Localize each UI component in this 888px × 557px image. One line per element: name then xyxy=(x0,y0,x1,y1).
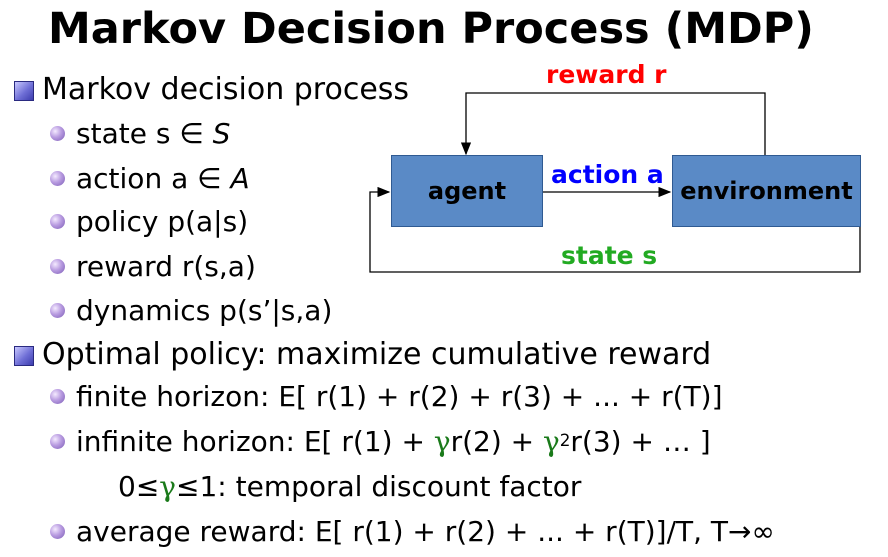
item-text: state s ∈ xyxy=(76,117,213,150)
list-item-average-reward: average reward: E[ r(1) + r(2) + ... + r… xyxy=(76,515,775,548)
list-item-reward: reward r(s,a) xyxy=(76,250,256,283)
agent-box: agent xyxy=(391,155,543,227)
formula-part: infinite horizon: E[ r(1) + xyxy=(76,425,434,458)
page-title: Markov Decision Process (MDP) xyxy=(48,4,814,54)
round-bullet-icon xyxy=(50,214,65,229)
round-bullet-icon xyxy=(50,303,65,318)
round-bullet-icon xyxy=(50,126,65,141)
exponent: 2 xyxy=(559,430,571,450)
round-bullet-icon xyxy=(50,389,65,404)
reward-arrow xyxy=(460,92,766,156)
gamma-symbol: γ xyxy=(433,425,451,458)
square-bullet-icon xyxy=(14,346,34,366)
list-item-finite-horizon: finite horizon: E[ r(1) + r(2) + r(3) + … xyxy=(76,380,723,413)
formula-part: r(3) + … ] xyxy=(570,425,711,458)
round-bullet-icon xyxy=(50,171,65,186)
discount-factor-note: 0≤γ≤1: temporal discount factor xyxy=(118,470,581,504)
round-bullet-icon xyxy=(50,259,65,274)
action-label: action a xyxy=(551,160,664,189)
gamma-symbol: γ xyxy=(159,470,177,503)
formula-part: r(2) + xyxy=(450,425,543,458)
item-symbol: S xyxy=(212,117,231,150)
item-text: action a ∈ xyxy=(76,162,231,195)
round-bullet-icon xyxy=(50,524,65,539)
reward-label: reward r xyxy=(546,60,667,89)
section-heading-mdp: Markov decision process xyxy=(42,72,410,107)
formula-part: ≤1: temporal discount factor xyxy=(176,470,582,503)
gamma-symbol: γ xyxy=(543,425,560,458)
state-arrow xyxy=(369,186,861,273)
item-symbol: A xyxy=(230,162,250,195)
list-item-dynamics: dynamics p(s’|s,a) xyxy=(76,294,333,327)
list-item-state: state s ∈ S xyxy=(76,117,230,151)
formula-part: 0≤ xyxy=(118,470,160,503)
round-bullet-icon xyxy=(50,434,65,449)
list-item-policy: policy p(a|s) xyxy=(76,205,249,238)
state-label: state s xyxy=(561,241,658,270)
list-item-action: action a ∈ A xyxy=(76,162,250,196)
section-heading-optimal-policy: Optimal policy: maximize cumulative rewa… xyxy=(42,337,712,372)
list-item-infinite-horizon: infinite horizon: E[ r(1) + γr(2) + γ2r(… xyxy=(76,425,711,459)
environment-box: environment xyxy=(672,155,861,227)
square-bullet-icon xyxy=(14,81,34,101)
